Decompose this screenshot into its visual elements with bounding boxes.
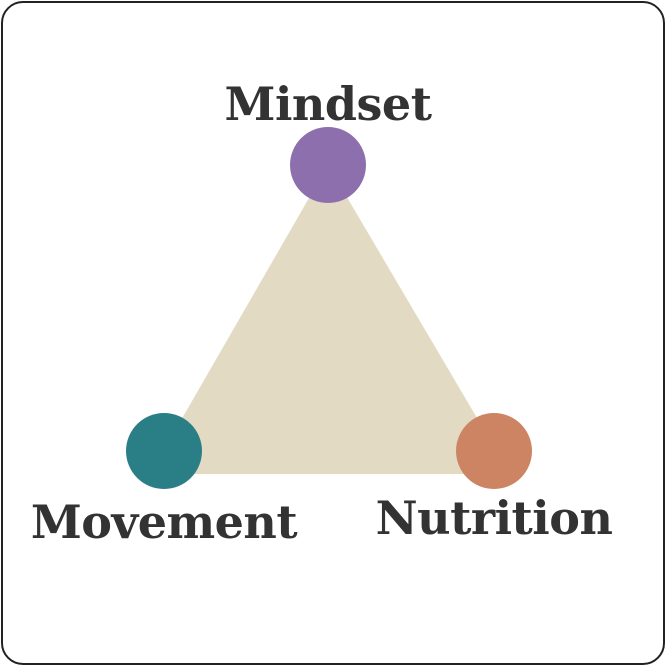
mindset-node — [290, 127, 366, 203]
movement-label: Movement — [31, 495, 298, 549]
nutrition-node — [456, 413, 532, 489]
movement-node — [126, 413, 202, 489]
mindset-label: Mindset — [225, 77, 433, 131]
nutrition-label: Nutrition — [376, 491, 613, 545]
triangle-shape — [150, 165, 510, 474]
